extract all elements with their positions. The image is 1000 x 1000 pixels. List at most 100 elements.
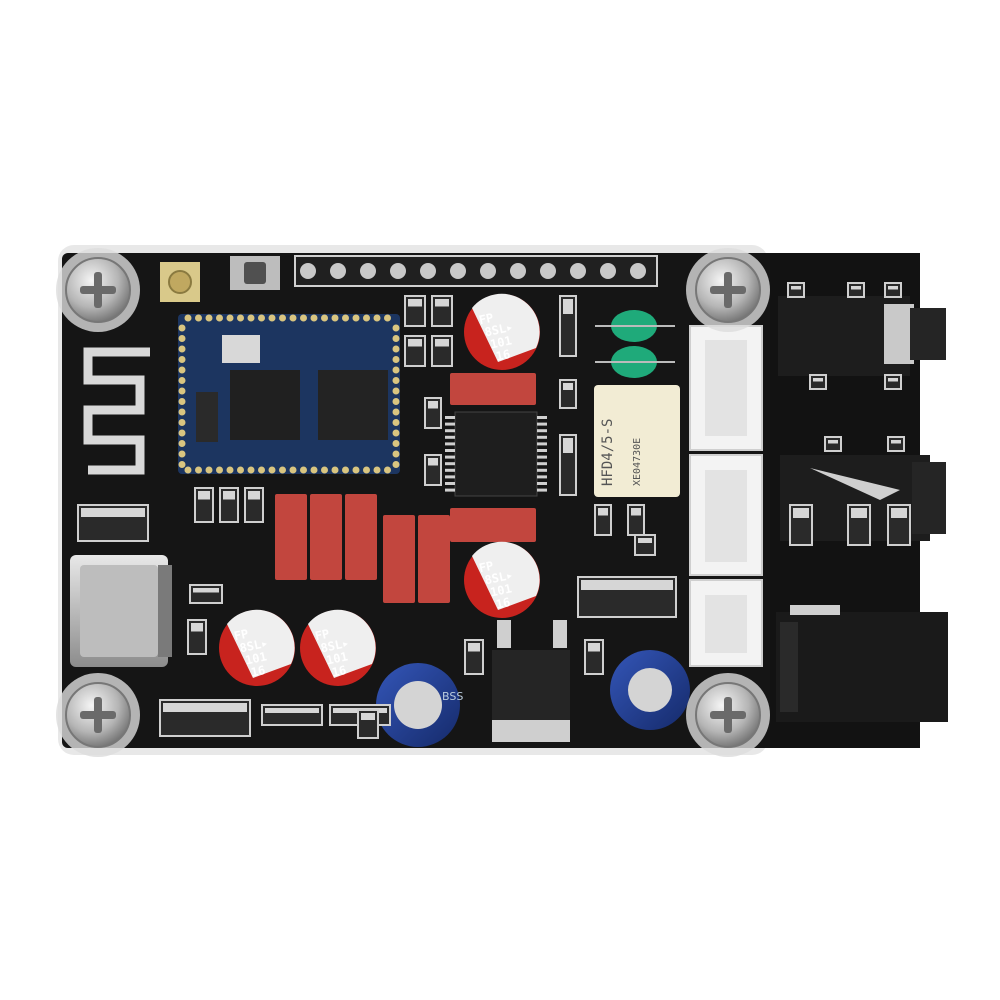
- header-pin: [600, 263, 616, 279]
- capacitor-marking: FP: [233, 627, 250, 644]
- smd-part: [559, 379, 577, 409]
- ic-leg: [537, 462, 547, 466]
- module-pad: [178, 429, 186, 437]
- header-pin: [540, 263, 556, 279]
- header-pin: [300, 263, 316, 279]
- capacitor-marking: FP: [478, 559, 495, 576]
- module-pad: [342, 466, 349, 474]
- module-pad: [178, 398, 186, 405]
- jst-connectors: [689, 325, 763, 667]
- module-pad: [392, 440, 400, 447]
- smd-part: [809, 374, 827, 390]
- ic-leg: [537, 422, 547, 426]
- module-pad: [178, 335, 186, 342]
- smd-part: [77, 504, 149, 542]
- module-pad: [392, 387, 400, 395]
- smd-part: [887, 504, 911, 546]
- ic-leg: [537, 468, 547, 472]
- module-pad: [331, 314, 339, 322]
- capacitor-marking: 8SL▸: [483, 320, 514, 340]
- module-pad: [392, 450, 400, 458]
- ic-leg: [445, 416, 455, 419]
- smd-components: [77, 282, 911, 739]
- module-pad: [392, 377, 400, 384]
- module-pad: [205, 466, 213, 474]
- module-pad: [195, 314, 202, 322]
- module-pad: [178, 356, 186, 363]
- header-pin: [420, 263, 436, 279]
- module-pad: [178, 345, 186, 353]
- phillips-screw-icon: [56, 248, 140, 332]
- smd-part: [424, 454, 442, 486]
- ic-leg: [537, 455, 547, 459]
- module-pad: [226, 314, 234, 322]
- capacitor-marking: FP: [478, 311, 495, 328]
- module-pad: [363, 314, 370, 322]
- module-pad: [178, 387, 186, 395]
- module-pad: [392, 461, 400, 468]
- smd-part: [789, 504, 813, 546]
- module-pad: [195, 466, 202, 474]
- voltage-regulator: [492, 620, 570, 742]
- module-pad: [237, 466, 244, 474]
- smd-part: [627, 504, 645, 536]
- module-pad: [237, 314, 244, 322]
- ic-leg: [537, 488, 547, 492]
- relay: HFD4/5-S XE04730E: [594, 385, 680, 497]
- module-pad: [258, 314, 265, 322]
- module-pad: [247, 314, 255, 322]
- phillips-screw-icon: [686, 673, 770, 757]
- module-pad: [321, 314, 328, 322]
- relay-code: XE04730E: [632, 438, 643, 486]
- solid-capacitors: FP8SL▸10116FP8SL▸10116FP8SL▸10116FP8SL▸1…: [219, 293, 540, 686]
- module-pad: [392, 356, 400, 363]
- header-pin: [360, 263, 376, 279]
- capacitor-marking: 8SL▸: [483, 568, 514, 588]
- module-pad: [392, 366, 400, 374]
- module-pad: [216, 466, 223, 474]
- header-pin: [510, 263, 526, 279]
- module-pad: [310, 314, 318, 322]
- ic-leg: [445, 449, 455, 452]
- electrolytic-capacitor-right: [610, 650, 690, 730]
- module-pad: [300, 466, 307, 474]
- capacitor-marking: 8SL▸: [238, 636, 269, 656]
- smd-part: [464, 639, 484, 675]
- smd-part: [431, 295, 453, 327]
- smd-part: [634, 534, 656, 556]
- header-pin: [630, 263, 646, 279]
- module-pad: [384, 466, 391, 474]
- module-pad: [178, 377, 186, 384]
- capacitor-marking: 101: [325, 649, 349, 667]
- smd-part: [187, 619, 207, 655]
- antenna-connector: [160, 262, 200, 302]
- ic-leg: [537, 442, 547, 446]
- module-pad: [352, 466, 360, 474]
- ic-leg: [537, 449, 547, 452]
- red-film-capacitors: [275, 373, 536, 603]
- smd-part: [404, 295, 426, 327]
- header-pin: [570, 263, 586, 279]
- smd-part: [424, 397, 442, 429]
- ic-leg: [537, 429, 547, 433]
- module-pad: [392, 408, 400, 416]
- module-pad: [392, 335, 400, 342]
- module-pad: [178, 324, 186, 332]
- module-pad: [352, 314, 360, 322]
- module-pad: [363, 466, 370, 474]
- module-pad: [342, 314, 349, 322]
- module-pad: [392, 398, 400, 405]
- phillips-screw-icon: [686, 248, 770, 332]
- header-pin: [480, 263, 496, 279]
- pin-header: [294, 255, 658, 287]
- module-pad: [289, 466, 297, 474]
- ic-leg: [537, 475, 547, 479]
- ic-leg: [445, 475, 455, 479]
- module-pad: [178, 450, 186, 458]
- tactile-button: [230, 256, 280, 290]
- module-pad: [205, 314, 213, 322]
